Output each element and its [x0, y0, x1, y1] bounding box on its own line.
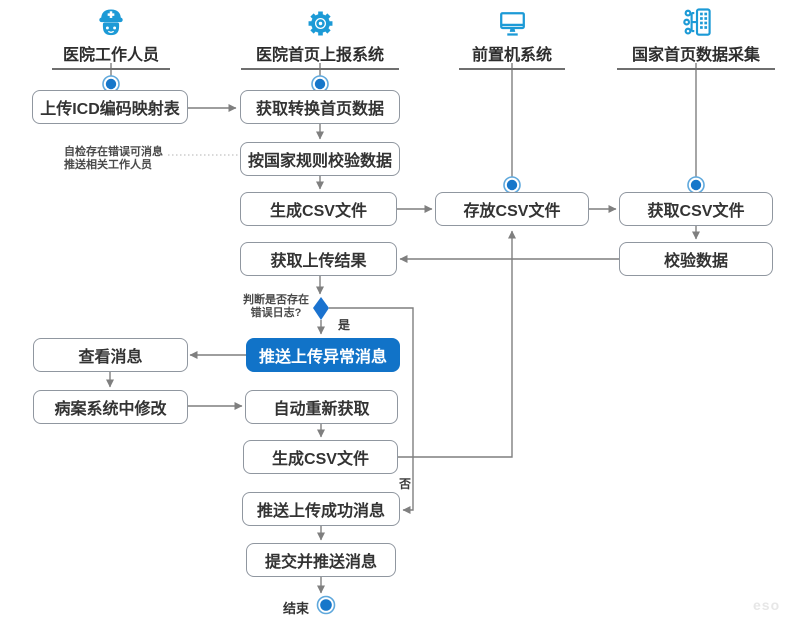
decision-label: 判断是否存在 错误日志?: [236, 294, 316, 320]
gear-icon: [304, 7, 337, 45]
connector-gencsv2-storecsv: [398, 230, 516, 458]
decision-label-line1: 判断是否存在: [243, 294, 309, 306]
node-gen-csv-1: 生成CSV文件: [240, 192, 397, 226]
node-gen-csv-2: 生成CSV文件: [243, 440, 398, 474]
node-get-result: 获取上传结果: [240, 242, 397, 276]
node-push-success: 推送上传成功消息: [242, 492, 400, 526]
node-fetch-csv: 获取CSV文件: [619, 192, 773, 226]
decision-label-line2: 错误日志?: [250, 307, 302, 319]
lane-header-national-collect: 国家首页数据采集: [617, 41, 775, 70]
start-dots: [102, 75, 705, 194]
node-validate-rules: 按国家规则校验数据: [240, 142, 400, 176]
connector-decision-no-pushsuccess: [329, 307, 414, 514]
node-check-data: 校验数据: [619, 242, 773, 276]
node-upload-icd: 上传ICD编码映射表: [32, 90, 188, 124]
node-view-msg: 查看消息: [33, 338, 188, 372]
start-dot: [314, 78, 326, 90]
branch-yes-label: 是: [338, 318, 351, 332]
self-check-note: 自检存在错误可消息 推送相关工作人员: [64, 146, 184, 172]
node-fix-record: 病案系统中修改: [33, 390, 188, 424]
start-dot: [690, 179, 702, 191]
node-store-csv: 存放CSV文件: [435, 192, 589, 226]
nurse-icon: [93, 5, 129, 46]
end-label: 结束: [283, 601, 310, 616]
lane-header-frontend-machine: 前置机系统: [459, 41, 565, 70]
self-check-note-line2: 推送相关工作人员: [64, 159, 152, 171]
monitor-icon: [495, 8, 530, 46]
node-auto-refetch: 自动重新获取: [245, 390, 398, 424]
watermark: eso: [753, 597, 781, 613]
start-dot: [105, 78, 117, 90]
data-collect-icon: [679, 5, 715, 46]
end-dot: [320, 599, 332, 611]
start-dot: [506, 179, 518, 191]
node-get-convert: 获取转换首页数据: [240, 90, 400, 124]
lane-header-hospital-staff: 医院工作人员: [52, 41, 170, 70]
self-check-note-line1: 自检存在错误可消息: [64, 146, 163, 158]
decision-diamond: [313, 297, 329, 320]
lane-header-report-system: 医院首页上报系统: [241, 41, 399, 70]
node-push-error: 推送上传异常消息: [246, 338, 400, 372]
node-submit-push: 提交并推送消息: [246, 543, 396, 577]
branch-no-label: 否: [399, 477, 412, 491]
